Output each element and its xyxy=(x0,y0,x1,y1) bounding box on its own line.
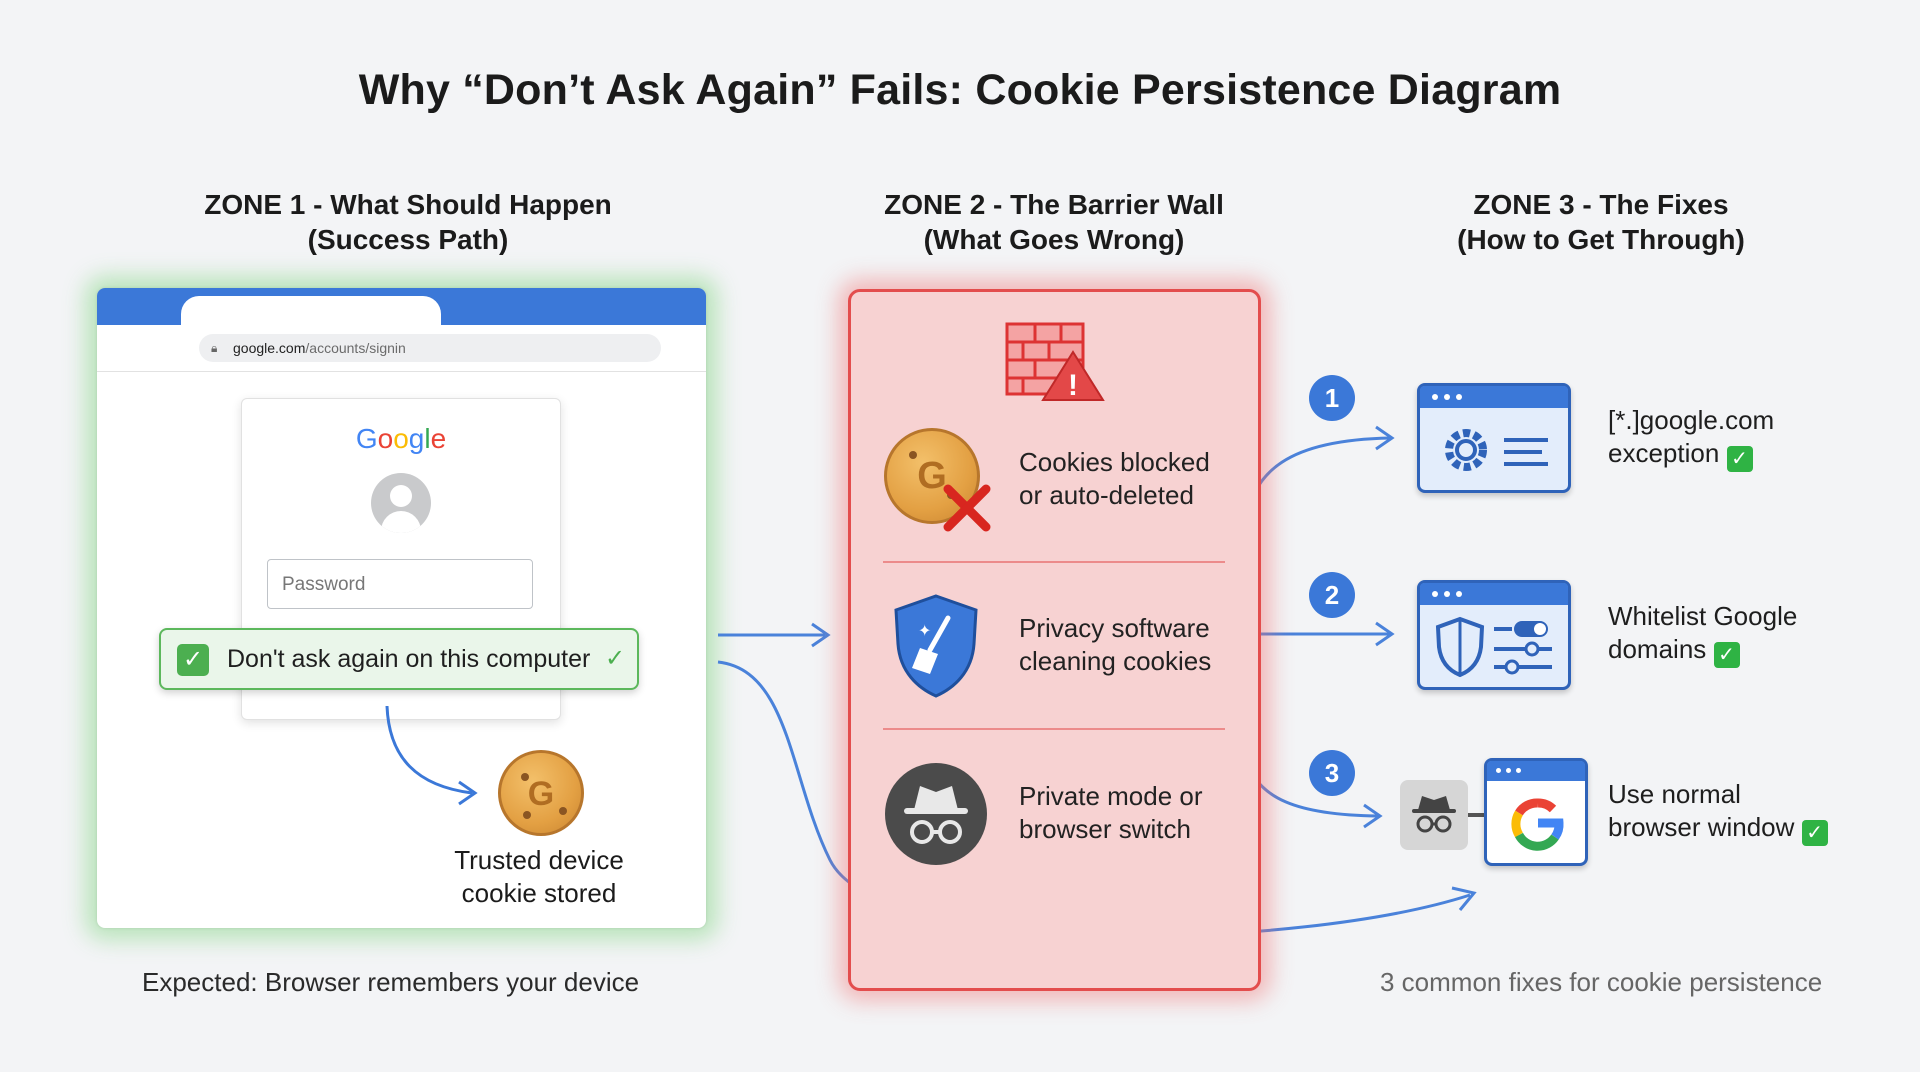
zone3-heading: ZONE 3 - The Fixes (How to Get Through) xyxy=(1457,187,1745,257)
brick-wall-warning-icon: ! xyxy=(1005,322,1105,402)
fix-2-text: Whitelist Google domains ✓ xyxy=(1608,601,1798,668)
google-logo: Google xyxy=(355,423,447,454)
barrier-3-text: Private mode or browser switch xyxy=(1019,781,1203,844)
zone3-heading-line2: (How to Get Through) xyxy=(1457,224,1745,255)
zone3-heading-line1: ZONE 3 - The Fixes xyxy=(1473,189,1729,220)
zone1-caption: Expected: Browser remembers your device xyxy=(142,967,640,997)
fix-3-number: 3 xyxy=(1309,750,1355,796)
dont-ask-again-label: Don't ask again on this computer xyxy=(227,645,591,673)
store-cookie-arrow xyxy=(385,705,478,806)
zone1-heading-line1: ZONE 1 - What Should Happen xyxy=(204,189,612,220)
zone1-heading: ZONE 1 - What Should Happen (Success Pat… xyxy=(204,187,612,257)
checkmark-icon: ✓ xyxy=(1713,642,1740,668)
barrier-divider xyxy=(883,728,1225,730)
incognito-icon xyxy=(885,763,987,865)
barrier-1-text: Cookies blocked or auto-deleted xyxy=(1019,447,1210,510)
checkmark-icon: ✓ xyxy=(1801,820,1828,846)
barrier-2-text: Privacy software cleaning cookies xyxy=(1019,613,1212,676)
password-field[interactable]: Password xyxy=(267,559,533,609)
zone1-heading-line2: (Success Path) xyxy=(307,224,509,255)
checkmark-icon: ✓ xyxy=(1726,446,1753,472)
settings-window-icon xyxy=(1417,383,1571,493)
shield-broom-icon: ✦ xyxy=(894,594,978,698)
fix-2-number: 2 xyxy=(1309,572,1355,618)
fixes-caption: 3 common fixes for cookie persistence xyxy=(1380,967,1823,997)
zone2-heading: ZONE 2 - The Barrier Wall (What Goes Wro… xyxy=(884,187,1224,257)
fix-1-text: [*.]google.com exception ✓ xyxy=(1608,405,1775,472)
incognito-small-icon xyxy=(1400,780,1468,850)
fix-3-text: Use normal browser window ✓ xyxy=(1608,778,1828,846)
svg-text:✦: ✦ xyxy=(918,621,931,640)
svg-text:!: ! xyxy=(1068,369,1078,402)
browser-window: 🔒︎ google.com/accounts/signin Google Pas… xyxy=(97,288,706,928)
address-bar[interactable]: 🔒︎ google.com/accounts/signin xyxy=(199,334,661,362)
trusted-cookie-icon: G xyxy=(498,750,584,836)
red-x-icon xyxy=(943,484,991,532)
diagram-title: Why “Don’t Ask Again” Fails: Cookie Pers… xyxy=(358,66,1562,114)
shield-sliders-window-icon xyxy=(1417,580,1571,690)
zone2-heading-line1: ZONE 2 - The Barrier Wall xyxy=(884,189,1224,220)
check-icon: ✓ xyxy=(605,645,626,672)
lock-icon: 🔒︎ xyxy=(211,341,218,355)
zone2-heading-line2: (What Goes Wrong) xyxy=(923,224,1185,255)
trusted-cookie-label: Trusted device cookie stored xyxy=(454,845,624,908)
google-window-icon xyxy=(1484,758,1588,866)
barrier-divider xyxy=(883,561,1225,563)
avatar xyxy=(371,473,431,533)
checkbox-checked-icon[interactable]: ✓ xyxy=(177,644,209,676)
url-path: /accounts/signin xyxy=(305,340,406,356)
dont-ask-again-checkbox[interactable]: ✓ Don't ask again on this computer ✓ xyxy=(159,628,639,690)
fix-1-number: 1 xyxy=(1309,375,1355,421)
url-domain: google.com xyxy=(233,340,306,356)
arrow-to-fix1 xyxy=(1243,436,1391,531)
